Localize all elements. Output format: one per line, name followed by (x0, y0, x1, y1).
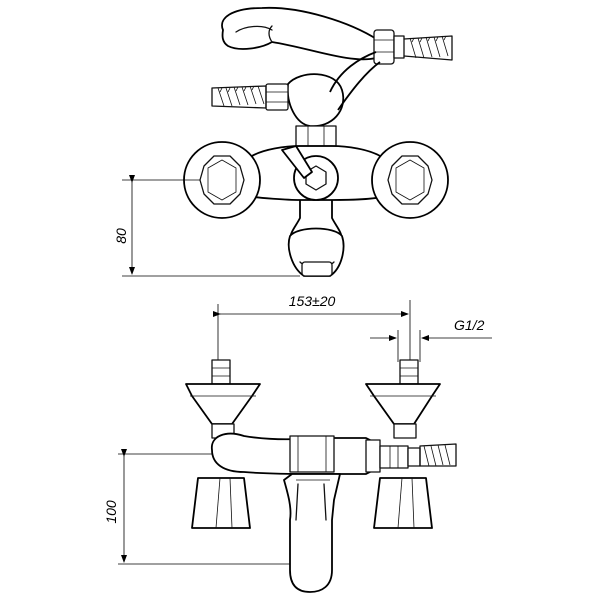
left-connector (185, 359, 261, 439)
shower-hose (403, 35, 453, 61)
side-spout (283, 473, 341, 593)
swivel-body (211, 73, 345, 127)
front-view: 80 (113, 6, 453, 277)
dim-thread-label: G1/2 (454, 317, 485, 333)
dim-axis-distance-label: 153±20 (289, 293, 336, 309)
side-flanges (191, 477, 433, 529)
side-view: 153±20 G1/2 (103, 293, 492, 593)
dim-front-height-label: 80 (113, 228, 129, 244)
dim-thread: G1/2 (370, 317, 492, 362)
right-connector (365, 359, 441, 439)
dim-front-height: 80 (113, 175, 300, 277)
hex-nut (295, 125, 337, 147)
mixer-body (183, 141, 449, 219)
dim-bottom-height-label: 100 (103, 500, 119, 524)
bath-spout (287, 200, 345, 277)
side-body (211, 432, 457, 475)
dim-axis-distance: 153±20 (213, 293, 411, 360)
shower-handset (221, 6, 405, 65)
dim-bottom-height: 100 (103, 449, 290, 565)
